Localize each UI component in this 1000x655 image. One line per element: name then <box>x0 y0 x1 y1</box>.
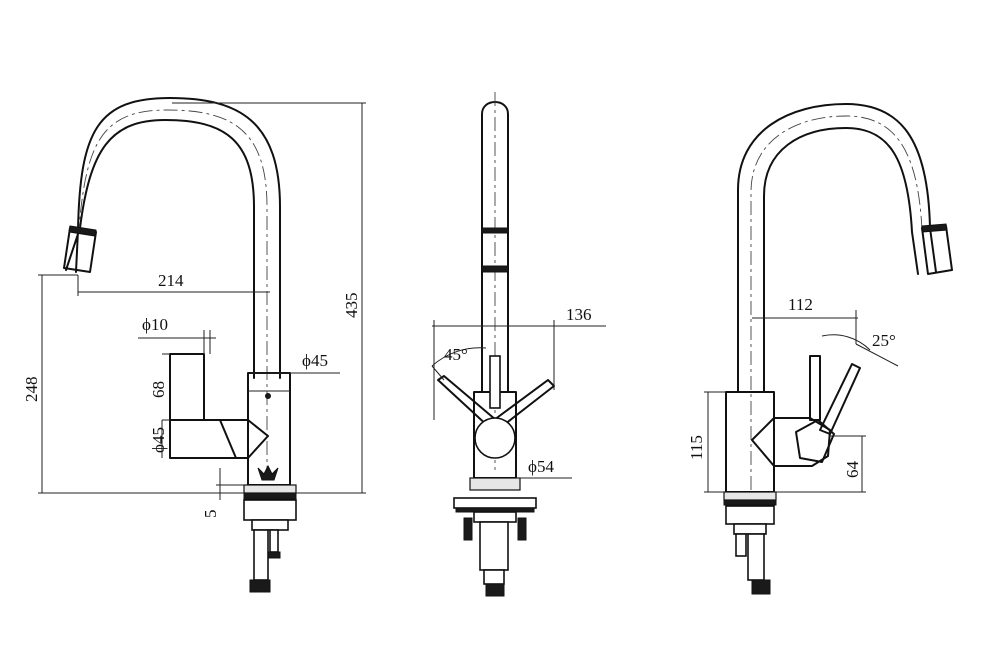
front-dimensions: 136 45° ϕ54 <box>431 305 606 479</box>
dim-reach-back: 112 <box>788 295 813 314</box>
front-handle-stem <box>489 355 501 409</box>
dim-body-height: 115 <box>687 435 706 460</box>
side-handle-stem <box>169 353 205 421</box>
side-logo-icon <box>257 464 279 481</box>
side-view <box>63 97 297 593</box>
front-view <box>437 92 555 597</box>
front-base-ring <box>469 477 521 491</box>
dim-base-dia: ϕ54 <box>528 457 554 476</box>
side-hose-body <box>253 529 269 581</box>
back-mount-nut <box>725 505 775 525</box>
dim-angle-back: 25° <box>872 331 896 350</box>
dim-handle-len: 68 <box>149 381 168 398</box>
dim-handle-height: 64 <box>843 461 862 479</box>
back-dimensions: 112 25° 115 64 <box>687 295 899 493</box>
dim-body-dia-side: ϕ45 <box>149 427 168 453</box>
dim-gap: 5 <box>201 510 220 519</box>
dim-handle-dia: ϕ10 <box>142 315 168 334</box>
dim-height-total: 435 <box>342 293 361 319</box>
side-base-ring <box>243 484 297 494</box>
side-handle-lever <box>169 419 269 459</box>
back-spout <box>737 103 937 393</box>
back-lever-housing <box>751 417 831 467</box>
dim-reach-side: 214 <box>158 271 184 290</box>
dim-handle-reach: 136 <box>566 305 592 324</box>
back-body <box>725 391 775 493</box>
side-mount-nut <box>243 499 297 521</box>
dim-body-dia-top: ϕ45 <box>302 351 328 370</box>
back-base-ring <box>723 491 777 501</box>
dim-angle-front: 45° <box>444 345 468 364</box>
side-spout <box>65 97 281 379</box>
back-pullout-head <box>921 225 953 275</box>
front-handle-hub <box>474 417 516 459</box>
front-base-plate <box>453 497 537 509</box>
back-handle-stem <box>809 355 821 421</box>
back-hose <box>747 533 765 581</box>
side-dimensions: 214 435 248 ϕ10 68 ϕ45 ϕ45 5 <box>22 102 366 519</box>
side-spout-centerline <box>78 109 268 480</box>
front-spout-ring <box>481 227 509 234</box>
front-hose <box>479 521 509 571</box>
side-pullout-ring <box>68 225 97 237</box>
back-lever <box>819 363 861 435</box>
dim-hose-outlet-height: 248 <box>22 377 41 403</box>
back-view <box>723 103 953 595</box>
